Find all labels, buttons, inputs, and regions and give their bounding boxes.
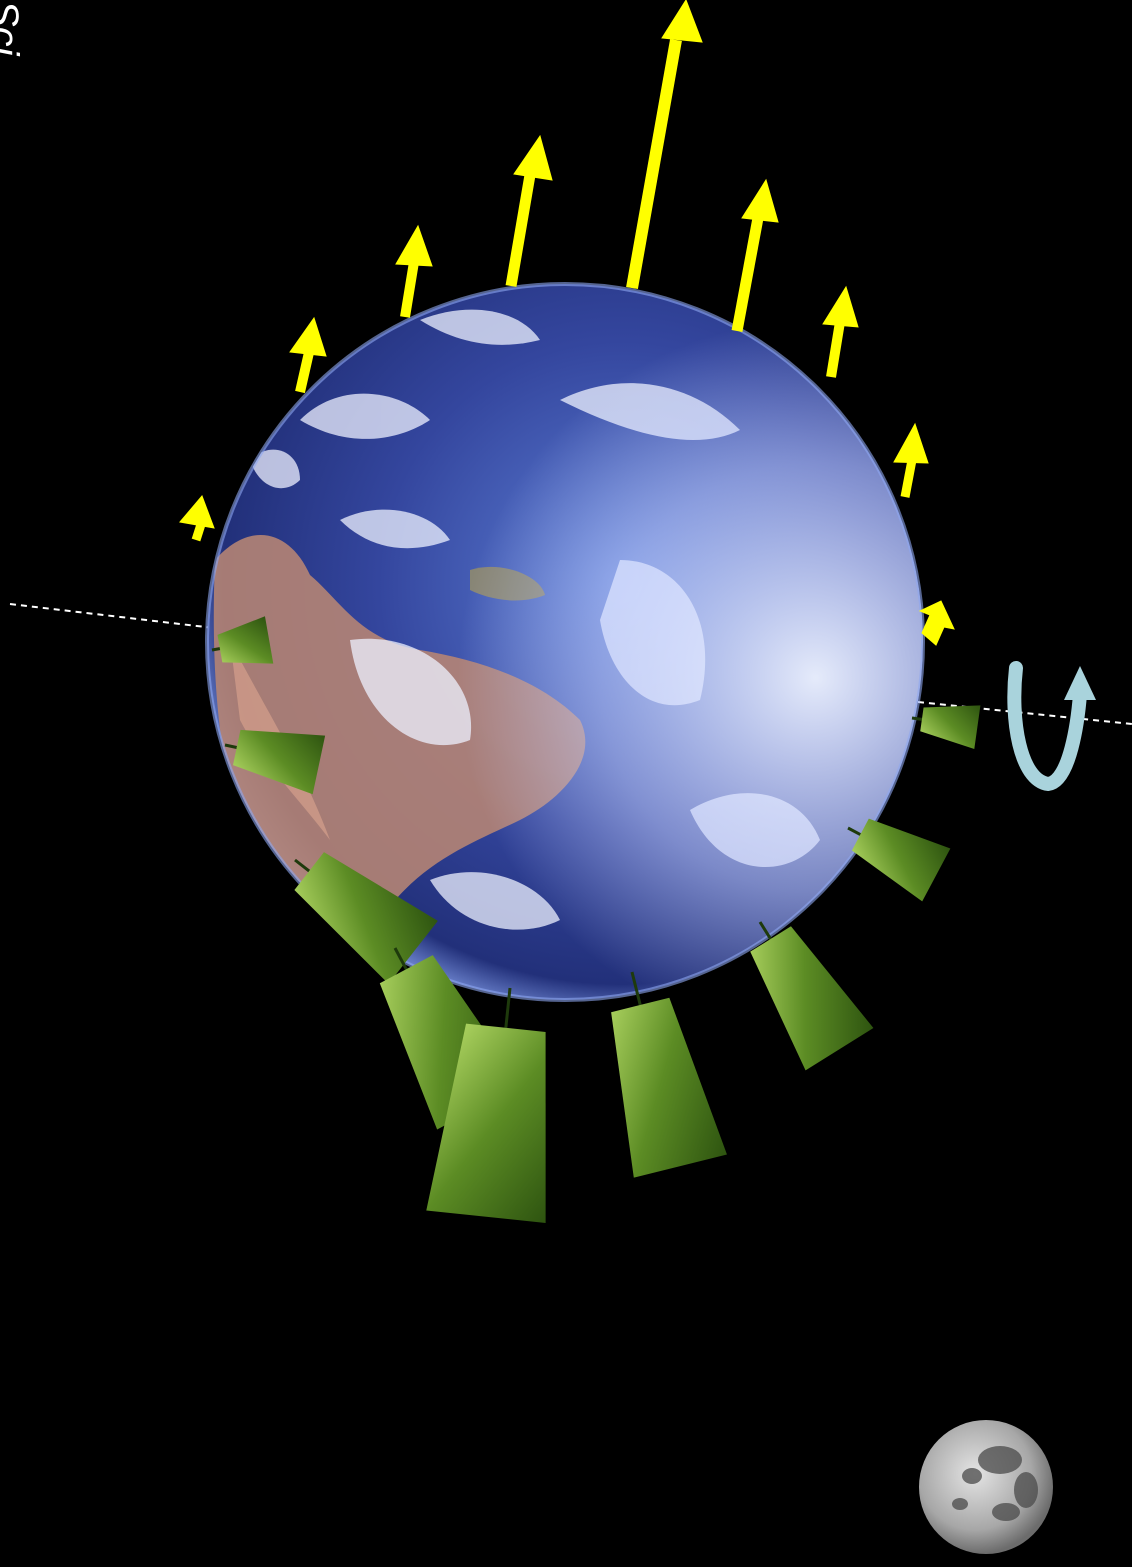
pine-tree-icon — [611, 971, 727, 1178]
up-arrow-icon — [626, 0, 703, 290]
trees — [211, 616, 981, 1224]
up-arrow-icon — [289, 316, 327, 394]
up-arrow-icon — [893, 422, 929, 498]
pine-tree-icon — [847, 818, 951, 902]
pine-tree-icon — [750, 921, 874, 1071]
pine-tree-icon — [426, 987, 546, 1224]
up-arrow-icon — [918, 600, 955, 646]
axis-line — [9, 603, 1132, 725]
pine-tree-icon — [211, 616, 274, 664]
earth-globe-icon — [205, 282, 925, 1002]
pine-tree-icon — [911, 705, 981, 749]
up-arrow-icon — [505, 134, 553, 287]
pine-tree-icon — [224, 729, 326, 795]
up-arrow-icon — [731, 178, 779, 333]
up-arrow-icon — [395, 224, 433, 318]
moon-icon — [919, 1420, 1053, 1554]
pine-tree-icon — [294, 852, 438, 984]
tidal-force-arrows — [179, 0, 955, 646]
up-arrow-icon — [179, 495, 215, 542]
up-arrow-icon — [822, 285, 859, 378]
rotation-arrow-icon — [1007, 661, 1096, 792]
